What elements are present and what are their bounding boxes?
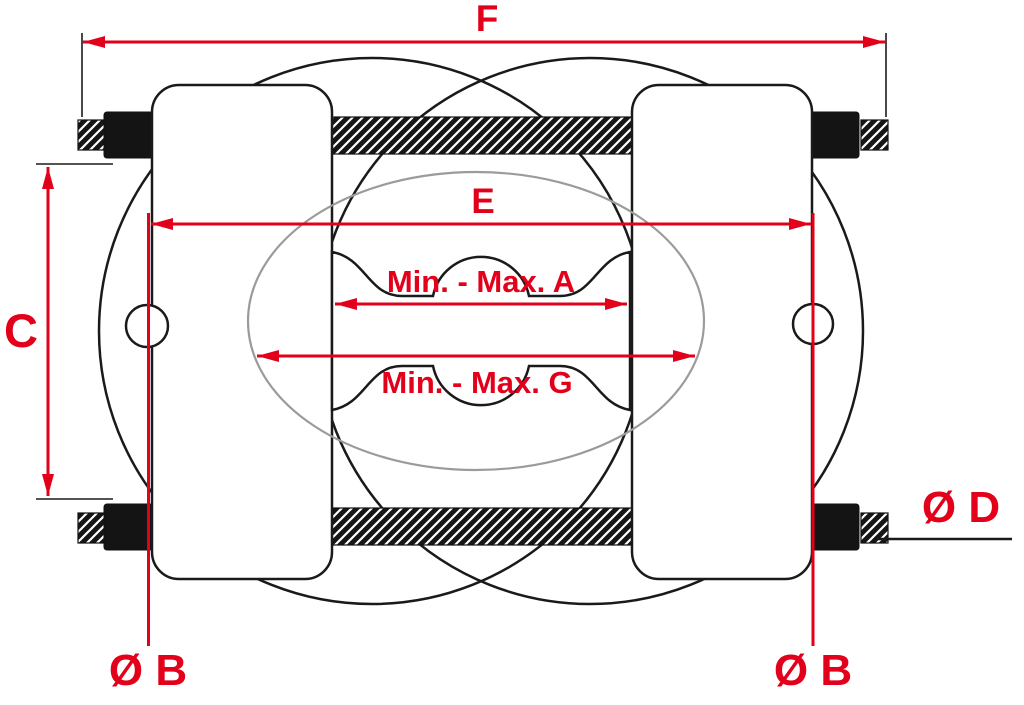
- dim-f-label: F: [476, 0, 499, 39]
- dim-b-right-label: Ø B: [774, 646, 852, 695]
- rod-thread-middle: [329, 507, 635, 546]
- rod-thread-tip-left: [77, 512, 106, 544]
- center-opening-profile: [330, 250, 632, 412]
- rod-thread-tip-right: [860, 119, 889, 151]
- clamp-plate-left: [150, 83, 334, 581]
- threaded-rod-bottom: [77, 503, 889, 551]
- rod-thread-tip-left: [77, 119, 106, 151]
- rod-nut-left: [103, 503, 154, 551]
- rod-nut-left: [103, 111, 154, 159]
- dim-d-label: Ø D: [922, 483, 1000, 532]
- rod-thread-middle: [329, 116, 635, 155]
- rod-nut-right: [809, 503, 860, 551]
- dim-a-label: Min. - Max. A: [387, 264, 575, 299]
- rod-nut-right: [809, 111, 860, 159]
- dim-b-left-label: Ø B: [109, 646, 187, 695]
- extension-lines: [36, 33, 1012, 541]
- dim-e-label: E: [471, 182, 494, 221]
- rod-thread-tip-right: [860, 512, 889, 544]
- inner-seat-ring: [246, 170, 706, 472]
- dim-c-label: C: [4, 304, 38, 357]
- dim-g-label: Min. - Max. G: [381, 365, 572, 400]
- clamp-plate-right: [630, 83, 814, 581]
- dimension-lines: [42, 36, 885, 646]
